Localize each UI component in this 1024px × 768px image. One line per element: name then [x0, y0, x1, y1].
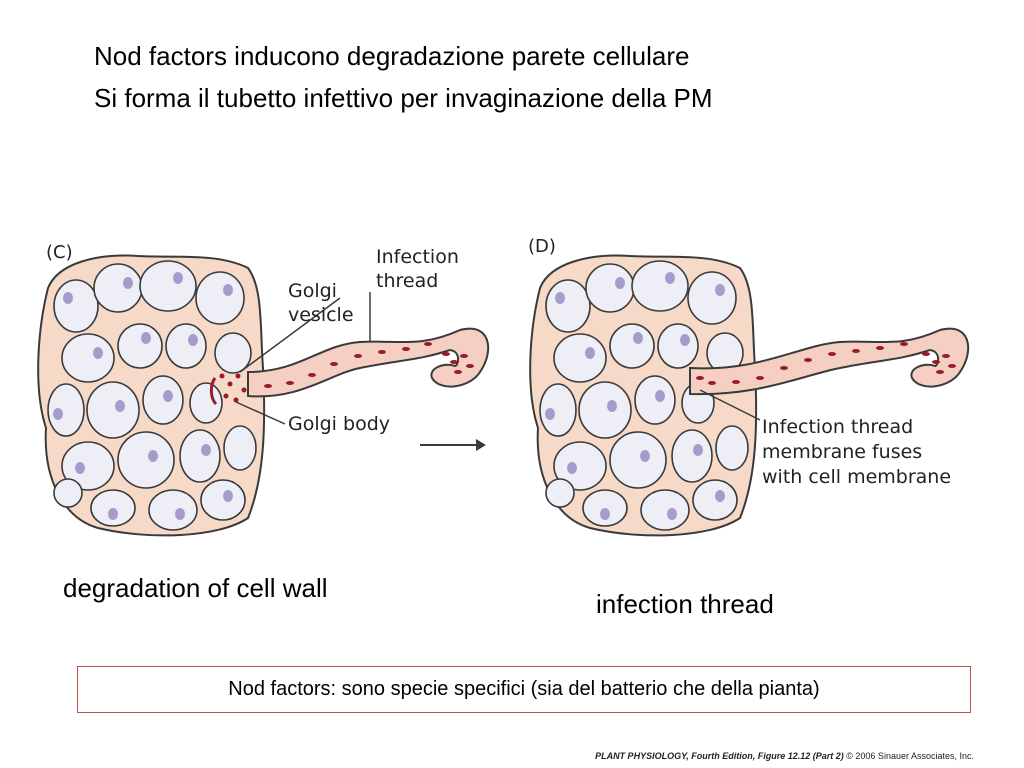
panel-d-cell-cluster	[529, 254, 758, 537]
panel-c: (C) Infecti	[37, 242, 490, 537]
caption-infection-thread: infection thread	[596, 589, 774, 619]
callout-d-line2: membrane fuses	[762, 441, 922, 463]
panel-c-cell-cluster	[37, 254, 266, 537]
callout-d-line1: Infection thread	[762, 416, 913, 438]
callout-golgi-vesicle-line1: Golgi	[288, 280, 337, 302]
panel-c-golgi-vesicles	[219, 373, 247, 403]
golgi-vesicle-leader	[239, 297, 341, 373]
panel-c-bacteria	[264, 342, 474, 388]
callout-infection-line2: thread	[376, 270, 438, 292]
callout-golgi-body: Golgi body	[288, 413, 390, 435]
membrane-fuses-leader	[699, 389, 761, 421]
specificity-note: Nod factors: sono specie specifici (sia …	[77, 666, 971, 713]
heading-line-2: Si forma il tubetto infettivo per invagi…	[94, 83, 713, 113]
credit-figure: Figure 12.12 (Part 2)	[755, 751, 844, 761]
heading-line-1: Nod factors inducono degradazione parete…	[94, 41, 690, 71]
transition-arrow-icon	[420, 439, 486, 451]
callout-golgi-vesicle-line2: vesicle	[288, 304, 354, 326]
golgi-body-leader	[235, 401, 286, 425]
callout-d-line3: with cell membrane	[762, 466, 951, 488]
credit-book: PLANT PHYSIOLOGY, Fourth Edition,	[595, 751, 756, 761]
figure-credit: PLANT PHYSIOLOGY, Fourth Edition, Figure…	[595, 751, 974, 761]
panel-d: (D) Infection thread membrane fuses with…	[528, 236, 970, 537]
panel-c-label: (C)	[46, 242, 73, 263]
panel-c-golgi-body	[209, 377, 218, 406]
callout-infection-line1: Infection	[376, 246, 459, 268]
caption-degradation: degradation of cell wall	[63, 573, 328, 603]
panel-d-label: (D)	[528, 236, 556, 257]
panel-d-bacteria	[696, 342, 956, 385]
credit-copyright: © 2006 Sinauer Associates, Inc.	[843, 751, 974, 761]
